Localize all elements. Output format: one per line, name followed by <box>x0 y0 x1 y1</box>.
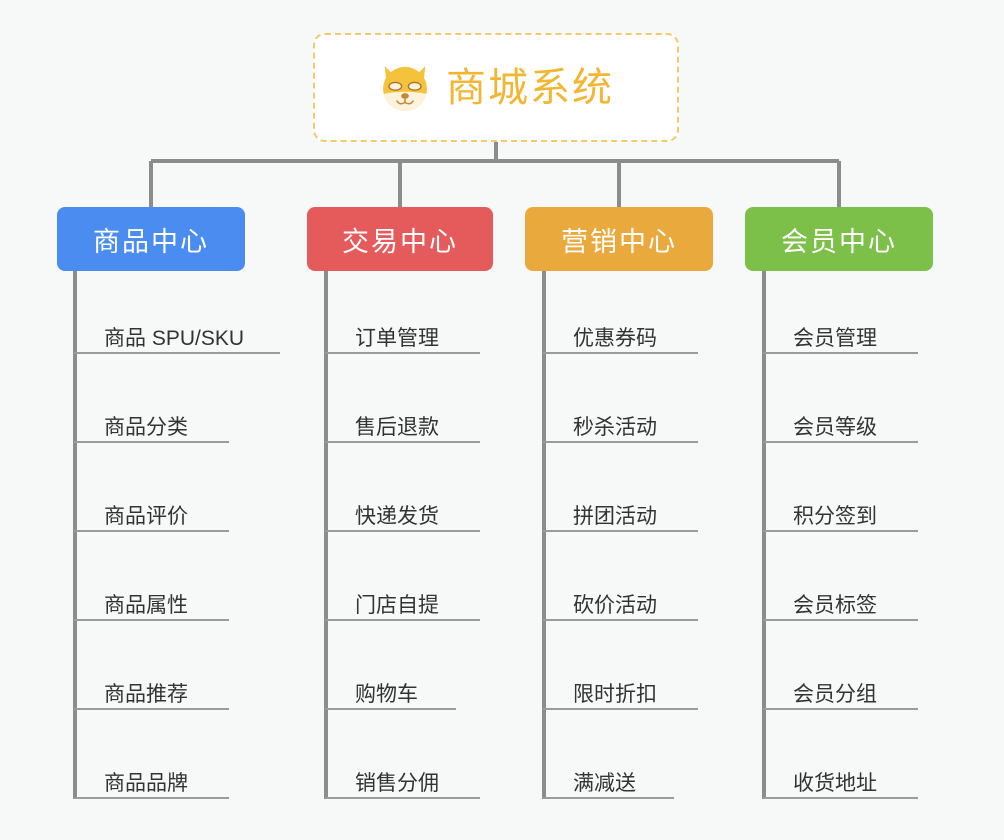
leaf-item[interactable]: 会员标签 <box>763 585 918 621</box>
shiba-dog-icon <box>383 65 427 111</box>
category-label: 营销中心 <box>561 226 677 257</box>
leaf-item-label: 商品品牌 <box>104 771 188 795</box>
root-title: 商城系统 <box>446 65 614 110</box>
leaf-item-label: 商品评价 <box>104 504 188 528</box>
category-box-product-center[interactable]: 商品中心 <box>57 207 245 271</box>
leaf-item[interactable]: 商品品牌 <box>74 763 229 799</box>
category-box-marketing-center[interactable]: 营销中心 <box>525 207 713 271</box>
leaf-item[interactable]: 商品分类 <box>74 407 229 443</box>
leaf-item-label: 优惠券码 <box>573 326 657 350</box>
leaf-item[interactable]: 快递发货 <box>325 496 480 532</box>
leaf-item[interactable]: 商品推荐 <box>74 674 229 710</box>
leaf-item[interactable]: 收货地址 <box>763 763 918 799</box>
leaf-item-label: 拼团活动 <box>573 504 657 528</box>
leaf-item[interactable]: 优惠券码 <box>543 318 698 354</box>
leaf-item[interactable]: 砍价活动 <box>543 585 698 621</box>
leaf-item-label: 会员等级 <box>793 415 877 439</box>
leaf-item[interactable]: 商品属性 <box>74 585 229 621</box>
leaf-item-label: 秒杀活动 <box>573 415 657 439</box>
leaf-item[interactable]: 会员等级 <box>763 407 918 443</box>
leaf-item-label: 商品分类 <box>104 415 188 439</box>
leaf-item-label: 商品属性 <box>104 593 188 617</box>
leaf-item-label: 门店自提 <box>355 593 439 617</box>
leaf-item[interactable]: 秒杀活动 <box>543 407 698 443</box>
category-label: 会员中心 <box>781 226 897 257</box>
leaf-item-label: 砍价活动 <box>573 593 657 617</box>
leaf-item-label: 购物车 <box>355 682 418 706</box>
leaf-item-label: 限时折扣 <box>573 682 657 706</box>
leaf-item[interactable]: 会员分组 <box>763 674 918 710</box>
category-label: 商品中心 <box>93 226 209 257</box>
leaf-item-label: 会员分组 <box>793 682 877 706</box>
leaf-item[interactable]: 订单管理 <box>325 318 480 354</box>
leaf-item-label: 销售分佣 <box>355 771 439 795</box>
leaf-item[interactable]: 商品 SPU/SKU <box>74 318 280 354</box>
leaf-item[interactable]: 满减送 <box>543 763 674 799</box>
leaf-item[interactable]: 售后退款 <box>325 407 480 443</box>
leaf-item[interactable]: 会员管理 <box>763 318 918 354</box>
leaf-item-label: 商品 SPU/SKU <box>104 326 245 350</box>
leaf-item-label: 满减送 <box>573 771 636 795</box>
leaf-item-label: 商品推荐 <box>104 682 188 706</box>
root-node[interactable]: 商城系统 <box>313 33 679 142</box>
leaf-item[interactable]: 商品评价 <box>74 496 229 532</box>
leaf-item-label: 售后退款 <box>355 415 439 439</box>
leaf-item[interactable]: 限时折扣 <box>543 674 698 710</box>
category-box-trade-center[interactable]: 交易中心 <box>307 207 493 271</box>
category-label: 交易中心 <box>342 226 458 257</box>
leaf-item[interactable]: 门店自提 <box>325 585 480 621</box>
leaf-item-label: 会员管理 <box>793 326 877 350</box>
leaf-item-label: 收货地址 <box>793 771 877 795</box>
leaf-item-label: 快递发货 <box>355 504 439 528</box>
leaf-item-label: 积分签到 <box>793 504 877 528</box>
leaf-item-label: 会员标签 <box>793 593 877 617</box>
leaf-item[interactable]: 销售分佣 <box>325 763 480 799</box>
category-box-member-center[interactable]: 会员中心 <box>745 207 933 271</box>
leaf-item-label: 订单管理 <box>355 326 439 350</box>
leaf-item[interactable]: 积分签到 <box>763 496 918 532</box>
leaf-item[interactable]: 拼团活动 <box>543 496 698 532</box>
leaf-item[interactable]: 购物车 <box>325 674 456 710</box>
